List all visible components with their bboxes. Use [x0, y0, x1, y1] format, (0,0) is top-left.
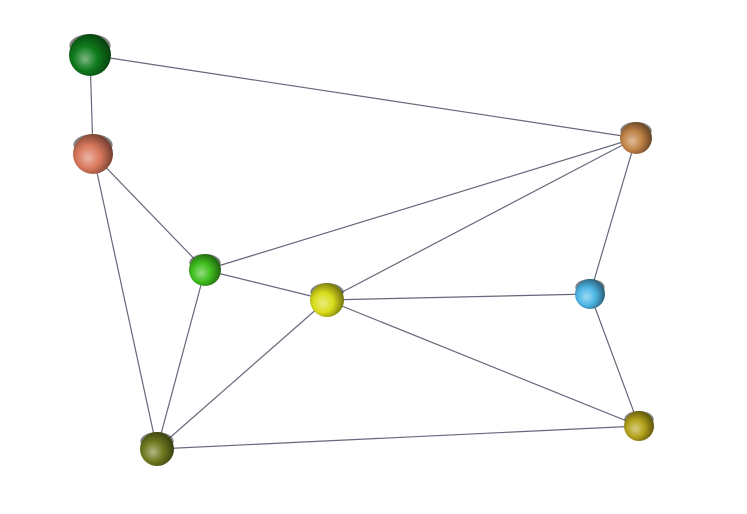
edge-n6-n8: [589, 293, 640, 427]
node-n7[interactable]: [140, 432, 174, 466]
node-n1[interactable]: [69, 34, 111, 76]
edge-n4-n5: [204, 269, 328, 301]
node-sphere-n6[interactable]: [575, 279, 605, 309]
node-sphere-n3[interactable]: [620, 122, 652, 154]
node-sphere-n4[interactable]: [189, 254, 221, 286]
edges-layer: [89, 54, 640, 450]
node-sphere-n1[interactable]: [69, 34, 111, 76]
node-n2[interactable]: [73, 134, 113, 174]
edge-n5-n7: [156, 299, 328, 450]
edge-n3-n6: [589, 137, 637, 295]
node-n5[interactable]: [310, 283, 344, 317]
edge-n1-n3: [89, 54, 637, 139]
node-n6[interactable]: [575, 279, 605, 309]
node-sphere-n8[interactable]: [624, 411, 654, 441]
node-n8[interactable]: [624, 411, 654, 441]
edge-n5-n8: [326, 299, 640, 427]
node-n3[interactable]: [620, 122, 652, 154]
node-sphere-n2[interactable]: [73, 134, 113, 174]
node-n4[interactable]: [189, 253, 221, 286]
edge-n4-n7: [156, 269, 206, 450]
edge-n2-n4: [92, 153, 206, 271]
edge-n3-n4: [204, 137, 637, 271]
node-sphere-n7[interactable]: [140, 432, 174, 466]
node-sphere-n5[interactable]: [310, 283, 344, 317]
edge-n3-n5: [326, 137, 637, 301]
edge-n2-n7: [92, 153, 158, 450]
nodes-layer: [69, 34, 654, 466]
edge-n5-n6: [326, 293, 591, 301]
edge-n7-n8: [156, 425, 640, 450]
